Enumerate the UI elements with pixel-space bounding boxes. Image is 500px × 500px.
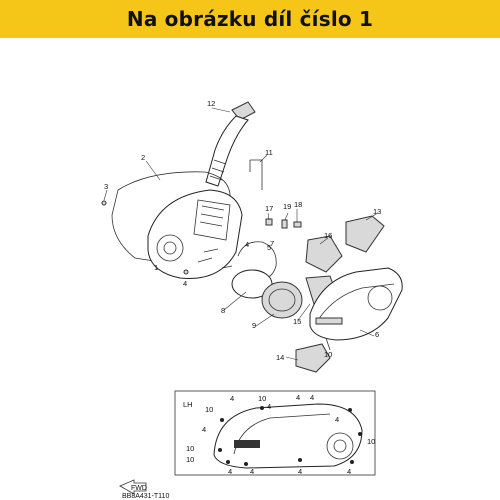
callout-numbers: 12 2 3 11 17 19 18 13 16 5 4 1 4 7 8 9 1… <box>104 99 381 362</box>
inset-callout-4-g: 4 <box>228 467 232 476</box>
inset-callout-4-h: 4 <box>250 467 254 476</box>
callout-1: 1 <box>154 263 158 272</box>
callout-14: 14 <box>276 353 284 362</box>
callout-11: 11 <box>265 148 273 157</box>
inset-callout-4-c: 4 <box>296 393 300 402</box>
inset-callout-4-i: 4 <box>298 467 302 476</box>
inset-callout-4-j: 4 <box>347 467 351 476</box>
callout-3: 3 <box>104 182 108 191</box>
callout-12: 12 <box>207 99 215 108</box>
inset-callout-4-d: 4 <box>310 393 314 402</box>
inset-callout-10-d: 10 <box>186 455 194 464</box>
inset-callout-10-b: 10 <box>258 394 266 403</box>
diagram-code: BB8A431-T110 <box>122 493 169 500</box>
callout-6: 6 <box>375 330 379 339</box>
inset-callout-4-e: 4 <box>335 415 339 424</box>
outer-cover-part <box>309 267 403 341</box>
clip-part <box>249 159 263 190</box>
callout-13: 13 <box>373 207 381 216</box>
callout-16: 16 <box>324 231 332 240</box>
fwd-label: FWD <box>131 485 147 492</box>
callout-15: 15 <box>293 317 301 326</box>
callout-10: 10 <box>324 350 332 359</box>
bolts <box>101 200 331 351</box>
callout-2: 2 <box>141 153 145 162</box>
inset-callout-4-f: 4 <box>202 425 206 434</box>
leader-lines <box>103 107 379 361</box>
inset-callout-10-c: 10 <box>186 444 194 453</box>
heat-shield-upper-part <box>345 215 385 253</box>
callout-9: 9 <box>252 321 256 330</box>
inset-callout-4-a: 4 <box>230 394 234 403</box>
heat-shield-middle-part <box>305 235 343 273</box>
bracket-part <box>295 343 331 373</box>
callout-8: 8 <box>221 306 225 315</box>
inset-callout-10-e: 10 <box>367 437 375 446</box>
round-cover-part <box>231 269 303 319</box>
inset-callout-4-b: 4 <box>267 402 271 411</box>
callout-18: 18 <box>294 200 302 209</box>
inset-callout-10-a: 10 <box>205 405 213 414</box>
callout-4a: 4 <box>245 240 249 249</box>
inset-lh-view: LH 10 4 10 4 4 4 4 4 10 10 4 4 4 4 10 <box>174 390 376 476</box>
forward-arrow-icon: FWD <box>119 479 147 495</box>
small-fasteners <box>265 218 302 229</box>
callout-17: 17 <box>265 204 273 213</box>
inset-side-label: LH <box>183 400 193 409</box>
air-duct-part <box>205 101 256 187</box>
callout-5: 5 <box>267 243 271 252</box>
crankcase-cover-part <box>147 189 243 279</box>
banner: Na obrázku díl číslo 1 <box>0 0 500 38</box>
callout-4b: 4 <box>183 279 187 288</box>
banner-title: Na obrázku díl číslo 1 <box>126 7 374 31</box>
callout-7: 7 <box>270 239 274 248</box>
callout-19: 19 <box>283 202 291 211</box>
